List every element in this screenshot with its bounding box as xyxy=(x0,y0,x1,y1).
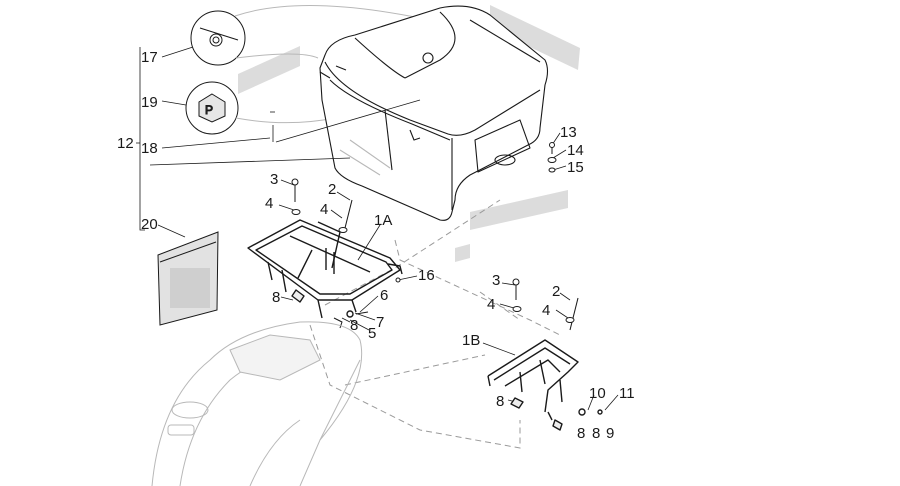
callout-5: 5 xyxy=(368,325,377,342)
callout-8: 8 xyxy=(592,425,601,442)
callout-10: 10 xyxy=(589,385,606,402)
inset-detail-lock xyxy=(190,5,421,66)
callout-4: 4 xyxy=(265,195,274,212)
svg-text:P: P xyxy=(205,103,213,117)
callout-2: 2 xyxy=(552,283,561,300)
callout-3: 3 xyxy=(270,171,279,188)
callout-14: 14 xyxy=(567,142,584,159)
callout-4: 4 xyxy=(542,302,551,319)
rack-1a xyxy=(247,219,403,329)
scooter-outline xyxy=(151,321,363,486)
callout-20: 20 xyxy=(141,216,158,233)
callout-8: 8 xyxy=(350,317,359,334)
callout-18: 18 xyxy=(141,140,158,157)
callout-1a: 1A xyxy=(374,212,393,229)
callout-3: 3 xyxy=(492,272,501,289)
assembly-guide-lines xyxy=(309,199,561,449)
leader-lines xyxy=(136,46,619,411)
callout-9: 9 xyxy=(606,425,615,442)
callout-6: 6 xyxy=(380,287,389,304)
callout-17: 17 xyxy=(141,49,158,66)
background-panels xyxy=(238,5,580,262)
bolts-and-washers xyxy=(291,142,579,331)
document-bag xyxy=(157,231,219,326)
callout-8: 8 xyxy=(577,425,586,442)
callout-11: 11 xyxy=(619,385,635,402)
callout-4: 4 xyxy=(487,296,496,313)
callout-16: 16 xyxy=(418,267,435,284)
rack-1b xyxy=(487,339,603,431)
callout-8: 8 xyxy=(496,393,505,410)
callout-19: 19 xyxy=(141,94,158,111)
callout-2: 2 xyxy=(328,181,337,198)
callout-1b: 1B xyxy=(462,332,481,349)
callout-13: 13 xyxy=(560,124,577,141)
top-case xyxy=(319,5,549,221)
callout-12: 12 xyxy=(117,135,134,152)
callout-4: 4 xyxy=(320,201,329,218)
callout-15: 15 xyxy=(567,159,584,176)
callout-7: 7 xyxy=(376,314,385,331)
callout-8: 8 xyxy=(272,289,281,306)
